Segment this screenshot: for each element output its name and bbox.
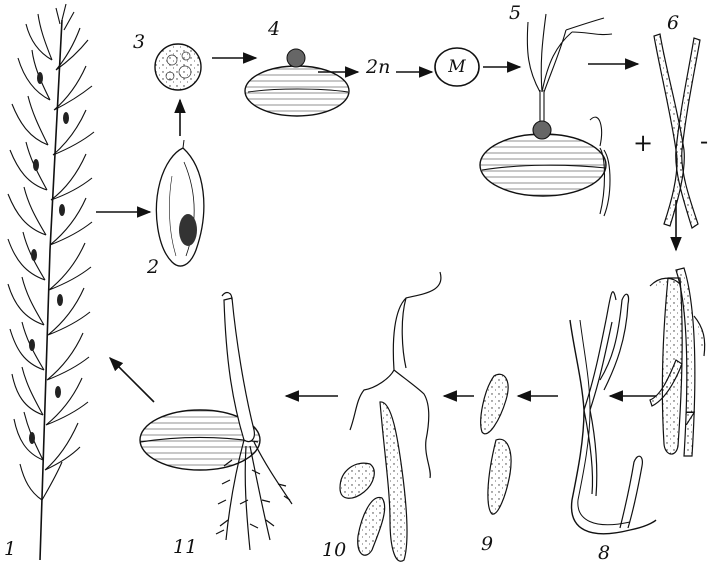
infected-seedling-illustration [140,293,292,550]
label-stage-2n: 2п [366,58,390,77]
label-stage-5: 5 [509,4,521,23]
label-stage-11: 11 [173,538,197,557]
grain-with-spore-illustration [245,49,349,116]
germinating-spores-illustration [481,374,511,514]
label-stage-9: 9 [481,535,493,554]
conjugating-sporidia-illustration [654,34,700,228]
sporidia-illustration [340,272,441,561]
infection-hyphae-illustration [650,268,705,456]
rye-ear-illustration [8,4,94,560]
label-stage-4: 4 [268,20,280,39]
branching-mycelium-illustration [570,292,656,534]
label-stage-2: 2 [147,258,159,277]
label-stage-m: М [439,49,475,85]
spore-ball-illustration [155,44,201,90]
label-stage-1: 1 [4,540,16,559]
germinating-grain-illustration [480,14,612,216]
label-stage-6: 6 [667,14,679,33]
label-stage-10: 10 [322,541,346,560]
plus-sign-label: + [633,131,653,155]
label-stage-7: 7 [683,410,695,429]
label-stage-3: 3 [133,33,145,52]
arrow-11-to-1 [110,358,154,402]
infected-grain-illustration [156,140,203,266]
minus-sign-label: - [700,129,708,153]
label-stage-8: 8 [598,544,610,563]
